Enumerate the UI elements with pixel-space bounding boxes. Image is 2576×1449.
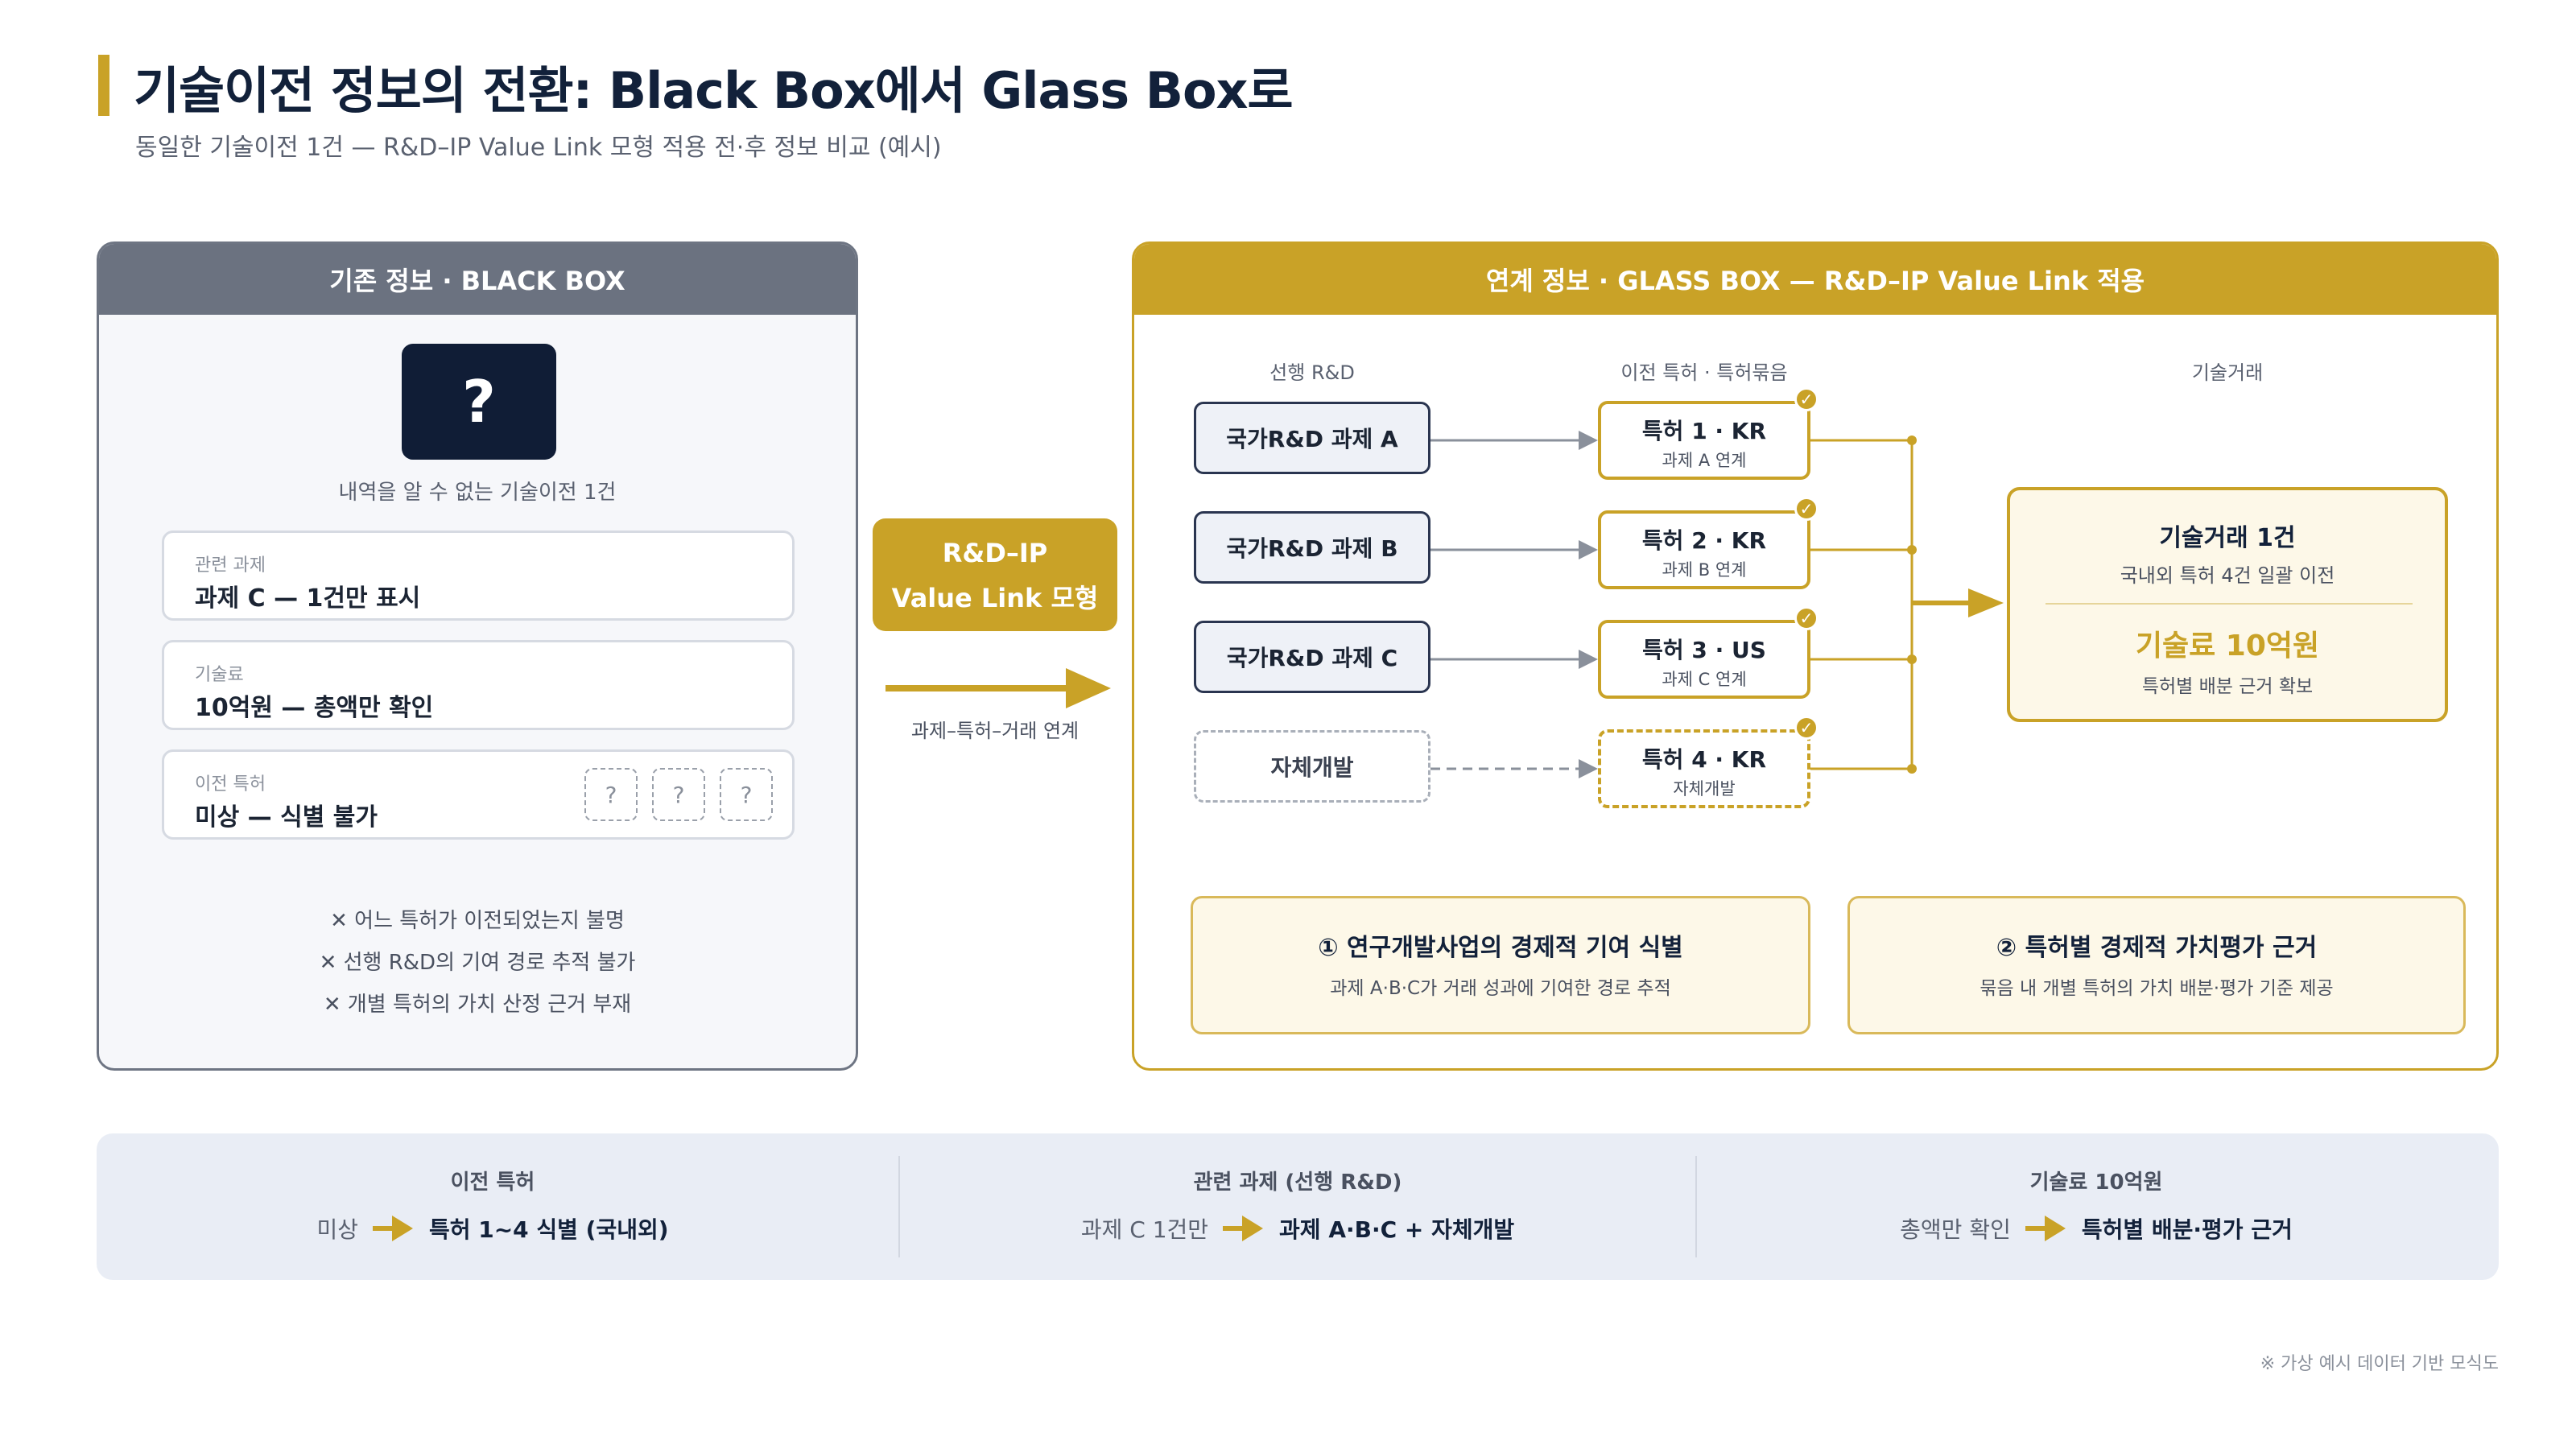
insight-title: ① 연구개발사업의 경제적 기여 식별 <box>1318 934 1683 962</box>
page-subtitle: 동일한 기술이전 1건 — R&D–IP Value Link 모형 적용 전·… <box>135 134 942 162</box>
comparison-projects: 관련 과제 (선행 R&D) 과제 C 1건만 과제 A·B·C + 자체개발 <box>902 1133 1694 1280</box>
rd-self-developed: 자체개발 <box>1194 730 1430 803</box>
comparison-before: 총액만 확인 <box>1900 1216 2011 1243</box>
field-label: 기술료 <box>195 665 244 685</box>
title-accent-bar <box>98 55 109 116</box>
problem-note: ✕ 개별 특허의 가치 산정 근거 부재 <box>323 993 632 1017</box>
patent-card-1: 특허 1 · KR 과제 A 연계 <box>1598 401 1810 480</box>
comparison-head: 관련 과제 (선행 R&D) <box>1193 1170 1402 1195</box>
patent-sub: 과제 C 연계 <box>1662 670 1747 689</box>
link-connectors <box>1430 431 2004 778</box>
check-icon: ✓ <box>1794 497 1818 521</box>
band-divider <box>898 1156 900 1257</box>
comparison-after: 과제 A·B·C + 자체개발 <box>1279 1216 1515 1243</box>
insight-card-1: ① 연구개발사업의 경제적 기여 식별 과제 A·B·C가 거래 성과에 기여한… <box>1191 896 1810 1034</box>
field-label: 이전 특허 <box>195 774 266 795</box>
unknown-patent-icon: ? <box>720 768 773 821</box>
patent-card-3: 특허 3 · US 과제 C 연계 <box>1598 620 1810 699</box>
column-header-patent: 이전 특허 · 특허묶음 <box>1620 361 1788 384</box>
band-divider <box>1695 1156 1697 1257</box>
model-line-2: Value Link 모형 <box>891 583 1099 613</box>
patent-sub: 과제 B 연계 <box>1662 560 1747 580</box>
page-title: 기술이전 정보의 전환: Black Box에서 Glass Box로 <box>134 61 1294 120</box>
field-value: 과제 C — 1건만 표시 <box>195 584 421 613</box>
footnote: ※ 가상 예시 데이터 기반 모식도 <box>2260 1354 2499 1374</box>
arrow-right-icon <box>2025 1216 2066 1241</box>
arrow-right-icon <box>372 1216 413 1241</box>
check-icon: ✓ <box>1794 387 1818 411</box>
patent-sub: 과제 A 연계 <box>1662 451 1747 470</box>
insight-title: ② 특허별 경제적 가치평가 근거 <box>1996 934 2318 962</box>
black-box-title: 기존 정보 · BLACK BOX <box>99 244 856 315</box>
question-box-icon: ? <box>402 344 556 460</box>
check-icon: ✓ <box>1794 606 1818 630</box>
field-value: 미상 — 식별 불가 <box>195 803 378 832</box>
field-value: 10억원 — 총액만 확인 <box>195 694 434 722</box>
model-line-1: R&D–IP <box>942 538 1048 568</box>
field-related-project: 관련 과제 과제 C — 1건만 표시 <box>162 530 795 621</box>
insight-card-2: ② 특허별 경제적 가치평가 근거 묶음 내 개별 특허의 가치 배분·평가 기… <box>1847 896 2466 1034</box>
insight-sub: 과제 A·B·C가 거래 성과에 기여한 경로 추적 <box>1330 978 1671 999</box>
glass-box-panel: 연계 정보 · GLASS BOX — R&D–IP Value Link 적용… <box>1132 242 2499 1071</box>
patent-title: 특허 4 · KR <box>1641 746 1767 773</box>
deal-sub: 국내외 특허 4건 일괄 이전 <box>2120 564 2335 587</box>
patent-card-2: 특허 2 · KR 과제 B 연계 <box>1598 510 1810 589</box>
rd-project-a: 국가R&D 과제 A <box>1194 402 1430 474</box>
black-box-caption: 내역을 알 수 없는 기술이전 1건 <box>338 481 617 505</box>
comparison-royalty: 기술료 10억원 총액만 확인 특허별 배분·평가 근거 <box>1700 1133 2492 1280</box>
tech-deal-card: 기술거래 1건 국내외 특허 4건 일괄 이전 기술료 10억원 특허별 배분 … <box>2007 487 2448 722</box>
field-transferred-patents: 이전 특허 미상 — 식별 불가 ? ? ? <box>162 749 795 840</box>
model-caption: 과제–특허–거래 연계 <box>910 720 1080 742</box>
problem-note: ✕ 어느 특허가 이전되었는지 불명 <box>330 909 625 933</box>
black-box-panel: 기존 정보 · BLACK BOX ? 내역을 알 수 없는 기술이전 1건 관… <box>97 242 858 1071</box>
problem-note: ✕ 선행 R&D의 기여 경로 추적 불가 <box>319 951 636 975</box>
comparison-before: 과제 C 1건만 <box>1080 1216 1209 1243</box>
patent-title: 특허 1 · KR <box>1641 418 1767 444</box>
column-header-rd: 선행 R&D <box>1269 361 1355 384</box>
patent-card-4: 특허 4 · KR 자체개발 <box>1598 729 1810 808</box>
column-header-deal: 기술거래 <box>2191 361 2264 384</box>
rd-project-b: 국가R&D 과제 B <box>1194 511 1430 584</box>
comparison-patents: 이전 특허 미상 특허 1~4 식별 (국내외) <box>97 1133 889 1280</box>
unknown-patent-icon: ? <box>652 768 705 821</box>
unknown-patent-icon: ? <box>584 768 638 821</box>
comparison-after: 특허별 배분·평가 근거 <box>2081 1216 2293 1243</box>
field-royalty: 기술료 10억원 — 총액만 확인 <box>162 640 795 730</box>
patent-sub: 자체개발 <box>1673 779 1736 799</box>
comparison-head: 이전 특허 <box>450 1170 535 1195</box>
insight-sub: 묶음 내 개별 특허의 가치 배분·평가 기준 제공 <box>1979 978 2334 999</box>
rd-project-c: 국가R&D 과제 C <box>1194 621 1430 693</box>
glass-box-title: 연계 정보 · GLASS BOX — R&D–IP Value Link 적용 <box>1134 244 2496 315</box>
deal-fee-sub: 특허별 배분 근거 확보 <box>2141 676 2314 697</box>
deal-divider <box>2046 603 2413 605</box>
comparison-band: 이전 특허 미상 특허 1~4 식별 (국내외) 관련 과제 (선행 R&D) … <box>97 1133 2499 1280</box>
transition-arrow-icon <box>886 668 1111 708</box>
value-link-model-badge: R&D–IP Value Link 모형 <box>873 518 1117 631</box>
comparison-head: 기술료 10억원 <box>2029 1170 2163 1195</box>
patent-title: 특허 2 · KR <box>1641 527 1767 554</box>
check-icon: ✓ <box>1794 716 1818 740</box>
patent-title: 특허 3 · US <box>1642 637 1766 663</box>
field-label: 관련 과제 <box>195 555 266 576</box>
deal-title: 기술거래 1건 <box>2159 524 2296 552</box>
comparison-before: 미상 <box>316 1216 358 1243</box>
deal-fee: 기술료 10억원 <box>2135 630 2320 663</box>
comparison-after: 특허 1~4 식별 (국내외) <box>428 1216 669 1243</box>
arrow-right-icon <box>1223 1216 1264 1241</box>
